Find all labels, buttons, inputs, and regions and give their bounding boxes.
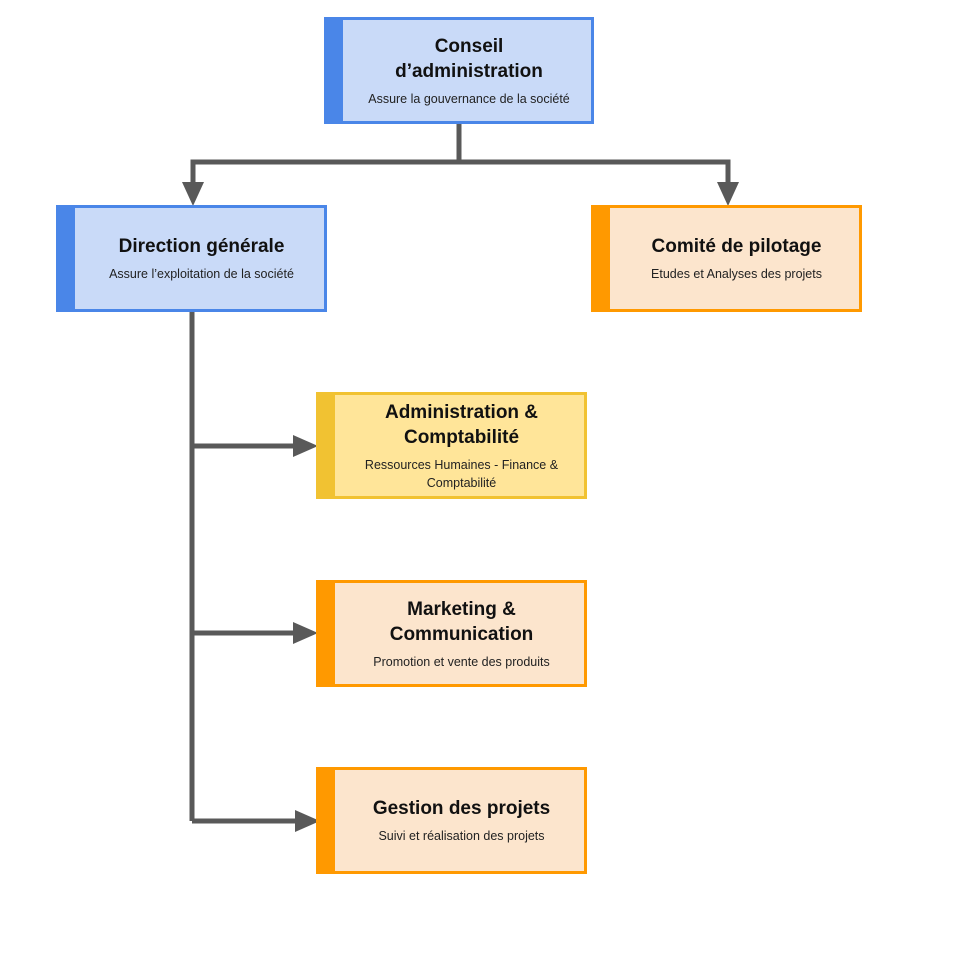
- arrow-head-projects: [295, 810, 320, 832]
- node-administration-comptabilite[interactable]: Administration & Comptabilité Ressources…: [316, 392, 587, 499]
- arrow-head-marketing: [293, 622, 318, 644]
- arrow-head-admin: [293, 435, 318, 457]
- node-marketing-communication[interactable]: Marketing & Communication Promotion et v…: [316, 580, 587, 687]
- node-direction-generale[interactable]: Direction générale Assure l’exploitation…: [56, 205, 327, 312]
- node-description: Etudes et Analyses des projets: [651, 267, 822, 281]
- connector-board-to-children: [190, 123, 731, 187]
- arrow-head-direction: [182, 182, 204, 206]
- node-title: Direction générale: [118, 236, 285, 257]
- node-accent-bar: [327, 20, 343, 121]
- node-title: Administration & Comptabilité: [384, 401, 539, 448]
- node-title: Marketing & Communication: [389, 598, 534, 645]
- node-description: Suivi et réalisation des projets: [378, 829, 545, 843]
- node-description: Assure la gouvernance de la société: [368, 91, 570, 106]
- node-description: Ressources Humaines - Finance & Comptabi…: [364, 457, 559, 490]
- arrow-head-comite: [717, 182, 739, 206]
- node-conseil-administration[interactable]: Conseil d’administration Assure la gouve…: [324, 17, 594, 124]
- node-title: Gestion des projets: [372, 798, 551, 819]
- node-accent-bar: [594, 208, 610, 309]
- node-comite-pilotage[interactable]: Comité de pilotage Etudes et Analyses de…: [591, 205, 862, 312]
- node-title: Conseil d’administration: [395, 35, 543, 82]
- node-gestion-projets[interactable]: Gestion des projets Suivi et réalisation…: [316, 767, 587, 874]
- node-description: Assure l’exploitation de la société: [109, 267, 294, 281]
- node-accent-bar: [319, 583, 335, 684]
- node-description: Promotion et vente des produits: [373, 654, 550, 669]
- node-accent-bar: [319, 770, 335, 871]
- node-accent-bar: [319, 395, 335, 496]
- node-accent-bar: [59, 208, 75, 309]
- node-title: Comité de pilotage: [651, 236, 822, 257]
